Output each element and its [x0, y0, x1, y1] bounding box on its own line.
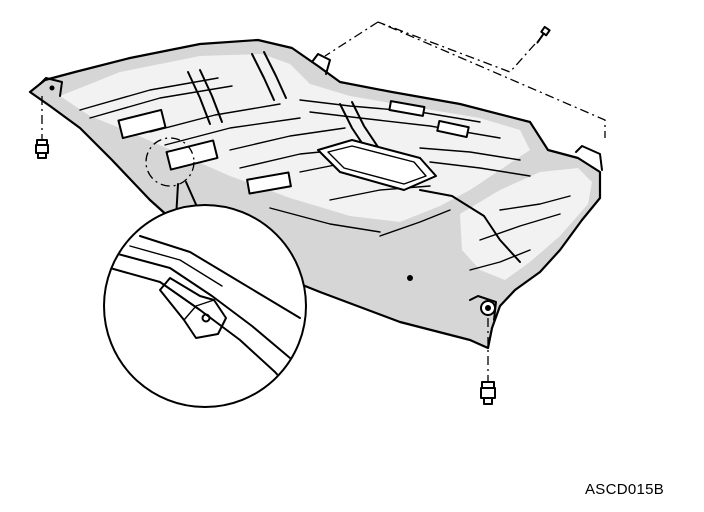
bolt-icon: [536, 25, 551, 44]
detail-marker-circle: [145, 137, 195, 187]
figure-code-label: ASCD015B: [585, 481, 665, 498]
clip-icon: [480, 318, 496, 405]
panel-openings: [117, 100, 470, 195]
panel-channels: [187, 51, 521, 263]
detail-magnified-view: [103, 204, 307, 408]
panel-edge-details: [39, 53, 603, 321]
dashed-leader: [324, 21, 606, 138]
nut-icon: [35, 96, 49, 159]
